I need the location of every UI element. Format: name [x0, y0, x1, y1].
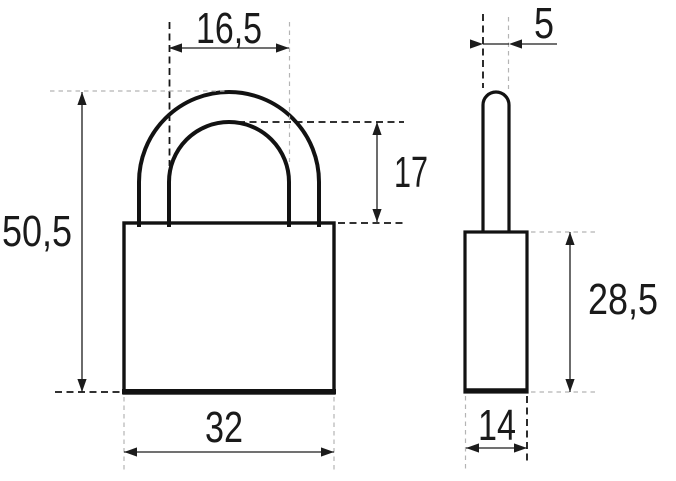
side-view [463, 90, 529, 394]
front-shackle-inner-contour [167, 120, 291, 227]
dimension-body-depth: 14 [466, 401, 527, 453]
arrowhead-down-icon [77, 379, 87, 392]
arrowhead-right-icon [321, 447, 334, 457]
dimension-shackle-inner-height: 17 [372, 122, 428, 222]
front-view [122, 90, 336, 395]
dim-label-body-height: 28,5 [588, 275, 658, 324]
front-body-outline [122, 221, 336, 395]
dim-label-body-depth: 14 [478, 401, 516, 450]
arrowhead-left-icon [466, 443, 479, 453]
arrowhead-right-icon [514, 443, 527, 453]
arrowhead-up-icon [565, 232, 575, 245]
dim-label-body-width: 32 [205, 403, 243, 452]
arrowhead-up-icon [77, 92, 87, 105]
side-shackle-contour [481, 90, 511, 233]
arrowhead-left-icon [124, 447, 137, 457]
arrowhead-up-icon [372, 122, 382, 135]
arrowhead-down-icon [565, 379, 575, 392]
arrowhead-right-icon [276, 43, 289, 53]
dim-label-total-height: 50,5 [2, 207, 72, 256]
arrowhead-down-icon [372, 209, 382, 222]
dimension-shackle-inner-width: 16,5 [169, 4, 289, 53]
dim-label-shackle-inner-width: 16,5 [196, 4, 262, 53]
dimension-total-height: 50,5 [2, 92, 87, 392]
arrowhead-left-icon [509, 39, 522, 49]
arrowhead-right-icon [470, 39, 483, 49]
dim-label-shackle-inner-height: 17 [394, 148, 428, 197]
dimension-body-width: 32 [124, 403, 334, 457]
extension-lines-black [55, 14, 528, 463]
front-shackle-outer-contour [137, 90, 321, 227]
extension-lines-gray [50, 17, 597, 471]
dimension-body-height: 28,5 [565, 232, 658, 392]
dim-label-shackle-diameter: 5 [534, 0, 554, 48]
arrowhead-left-icon [169, 43, 182, 53]
side-body-outline [463, 230, 529, 394]
dimension-shackle-diameter: 5 [470, 0, 557, 49]
